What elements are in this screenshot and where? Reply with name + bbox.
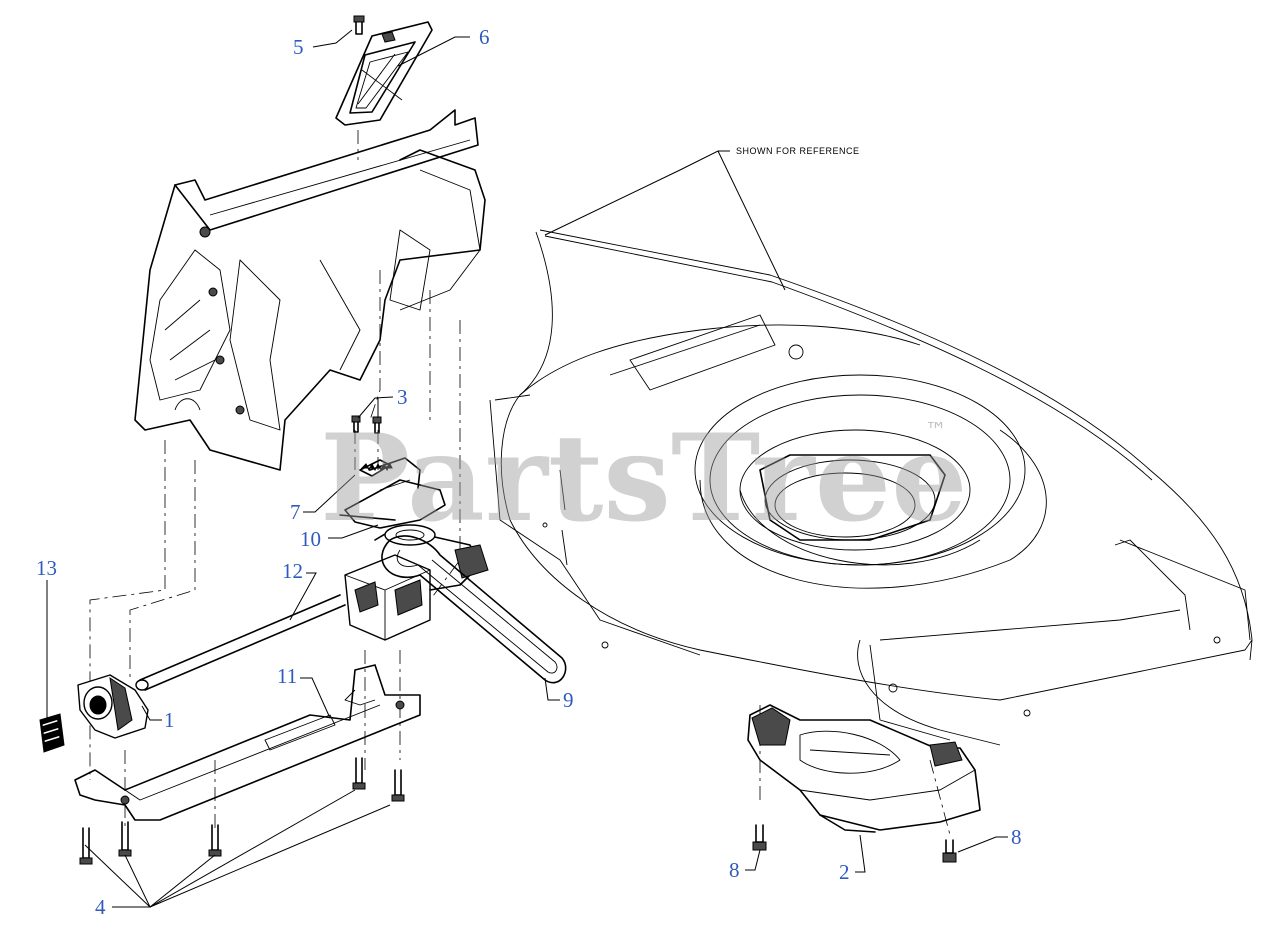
callout-3: 3 bbox=[397, 385, 408, 409]
part-1-bearing bbox=[77, 674, 149, 739]
part-9-belt bbox=[381, 535, 567, 684]
watermark-trademark: ™ bbox=[925, 419, 947, 444]
reference-note: SHOWN FOR REFERENCE bbox=[736, 146, 860, 156]
rear-bracket-assembly bbox=[134, 109, 486, 471]
callout-6: 6 bbox=[479, 25, 490, 49]
callout-4: 4 bbox=[95, 895, 106, 919]
watermark-text: PartsTree bbox=[320, 408, 967, 549]
callout-5: 5 bbox=[293, 35, 304, 59]
callout-10: 10 bbox=[300, 527, 321, 551]
callout-2: 2 bbox=[839, 860, 850, 884]
callout-7: 7 bbox=[290, 500, 301, 524]
watermark: PartsTree ™ bbox=[320, 408, 967, 549]
callout-11: 11 bbox=[277, 664, 297, 688]
callout-8a: 8 bbox=[729, 858, 740, 882]
leader-lines bbox=[46, 29, 1008, 908]
callout-13: 13 bbox=[36, 556, 57, 580]
part-8-bolts bbox=[752, 824, 957, 863]
callout-9: 9 bbox=[563, 688, 574, 712]
part-10-idler-bracket bbox=[339, 457, 446, 529]
part-13-gear bbox=[39, 713, 65, 753]
callouts: 1 2 3 4 5 6 7 8 8 9 10 11 12 13 bbox=[36, 25, 1022, 919]
part-12-transmission bbox=[135, 524, 489, 691]
assembly-lines bbox=[89, 130, 951, 836]
part-6-grill bbox=[335, 21, 433, 126]
mower-deck bbox=[489, 229, 1253, 746]
part-11-cover bbox=[74, 664, 421, 821]
part-4-bolts bbox=[79, 757, 405, 865]
callout-1: 1 bbox=[164, 708, 175, 732]
callout-12: 12 bbox=[282, 559, 303, 583]
callout-8b: 8 bbox=[1011, 825, 1022, 849]
part-2-housing bbox=[747, 704, 981, 833]
part-5-screw bbox=[353, 15, 365, 35]
